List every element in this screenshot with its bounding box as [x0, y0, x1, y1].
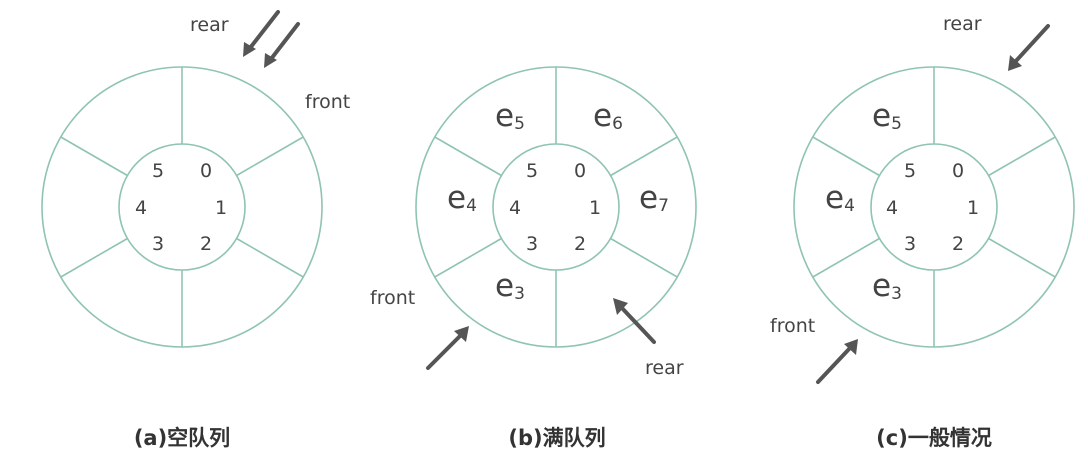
rear-label: rear	[645, 357, 684, 379]
slot-index-0: 0	[574, 160, 586, 182]
slot-divider-2	[988, 237, 1056, 278]
slot-divider-2	[610, 237, 678, 278]
slot-index-4: 4	[886, 197, 898, 219]
front-label: front	[305, 91, 350, 113]
element-e5: e5	[495, 98, 525, 134]
slot-divider-1	[988, 136, 1056, 177]
element-e3: e3	[872, 268, 902, 304]
slot-index-0: 0	[200, 160, 212, 182]
slot-index-3: 3	[904, 233, 916, 255]
front-label: front	[370, 287, 415, 309]
slot-divider-4	[60, 237, 128, 278]
slot-index-5: 5	[526, 160, 538, 182]
slot-dividers	[812, 67, 1056, 347]
slot-index-4: 4	[509, 197, 521, 219]
element-e7: e7	[639, 180, 669, 216]
slot-divider-4	[812, 237, 880, 278]
slot-index-3: 3	[526, 233, 538, 255]
slot-index-5: 5	[152, 160, 164, 182]
caption-c: (c)一般情况	[876, 426, 992, 450]
element-e6: e6	[593, 98, 623, 134]
rear-arrow	[1008, 24, 1050, 71]
slot-divider-5	[434, 136, 502, 177]
front-arrow	[264, 22, 300, 68]
caption-b: (b)满队列	[508, 426, 605, 450]
slot-index-1: 1	[215, 197, 227, 219]
element-e4: e4	[447, 180, 477, 216]
slot-index-2: 2	[952, 233, 964, 255]
slot-divider-4	[434, 237, 502, 278]
slot-index-2: 2	[574, 233, 586, 255]
front-arrow	[426, 326, 469, 370]
rear-arrow	[613, 298, 656, 344]
slot-index-2: 2	[200, 233, 212, 255]
rear-arrow	[243, 10, 280, 57]
slot-index-1: 1	[967, 197, 979, 219]
slot-index-4: 4	[135, 197, 147, 219]
slot-dividers	[60, 67, 304, 347]
rear-label: rear	[190, 14, 229, 36]
slot-index-0: 0	[952, 160, 964, 182]
front-label: front	[770, 315, 815, 337]
slot-divider-5	[812, 136, 880, 177]
slot-index-1: 1	[589, 197, 601, 219]
diagram-b: 0 1 2 3 4 5 e5 e6 e7 e4 e3 front rear (b…	[370, 66, 697, 450]
rear-label: rear	[943, 13, 982, 35]
caption-a: (a)空队列	[134, 426, 230, 450]
element-e3: e3	[495, 268, 525, 304]
slot-divider-1	[236, 136, 304, 177]
element-e4: e4	[825, 180, 855, 216]
slot-index-5: 5	[904, 160, 916, 182]
diagram-a: 0 1 2 3 4 5 rear front (a)空队列	[41, 10, 350, 450]
slot-divider-5	[60, 136, 128, 177]
front-arrow	[816, 339, 858, 384]
slot-divider-2	[236, 237, 304, 278]
slot-index-3: 3	[152, 233, 164, 255]
diagram-c: 0 1 2 3 4 5 e5 e4 e3 rear front (c)一般情况	[770, 13, 1075, 450]
slot-divider-1	[610, 136, 678, 177]
element-e5: e5	[872, 98, 902, 134]
slot-dividers	[434, 67, 678, 347]
